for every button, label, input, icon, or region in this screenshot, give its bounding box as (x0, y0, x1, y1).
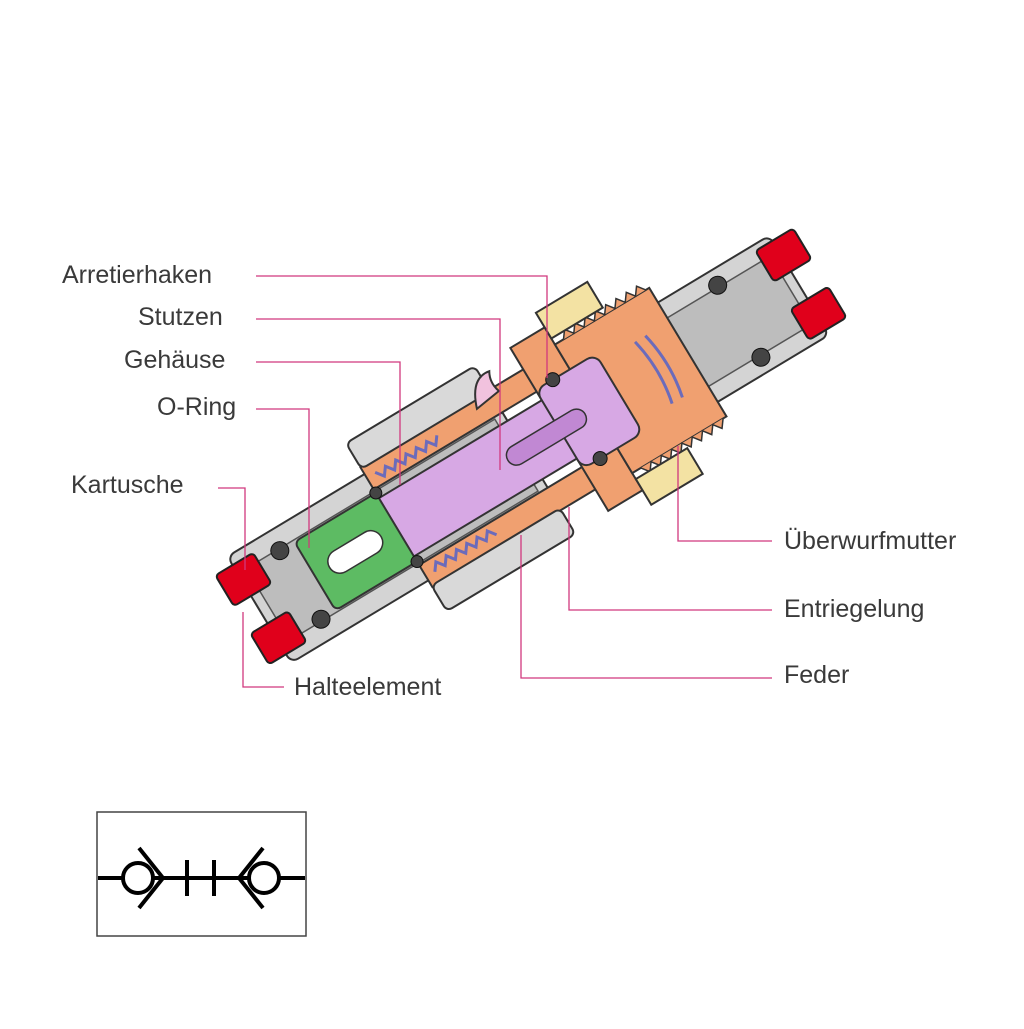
coupling-body (215, 228, 847, 665)
label-entriegelung: Entriegelung (784, 595, 925, 623)
leader-lines (218, 275, 772, 688)
union-nut-part (534, 280, 705, 507)
label-o-ring: O-Ring (157, 393, 237, 421)
leader-kartusche (218, 487, 246, 570)
leader-feder (520, 535, 772, 679)
locking-hook-part (474, 369, 501, 411)
label-halteelement: Halteelement (294, 673, 442, 701)
leader-halteelement (242, 612, 284, 688)
leader-o-ring (256, 408, 310, 548)
label-arretierhaken: Arretierhaken (62, 261, 213, 289)
label-ueberwurfmutter: Überwurfmutter (784, 527, 957, 555)
o-ring-part (270, 275, 771, 629)
leader-stutzen (256, 318, 501, 470)
label-stutzen: Stutzen (138, 303, 223, 331)
label-feder: Feder (784, 661, 850, 689)
leader-arretierhaken (256, 275, 548, 378)
leader-ueberwurfmutter (677, 446, 772, 542)
release-sleeve-part (347, 367, 575, 611)
double-check-valve-symbol (96, 811, 307, 937)
retainer-part (215, 228, 847, 665)
symbol-frame (96, 811, 307, 937)
leader-entriegelung (568, 507, 772, 611)
label-kartusche: Kartusche (71, 471, 184, 499)
cartridge-part (295, 494, 416, 610)
leader-gehaeuse (256, 361, 401, 485)
label-gehaeuse: Gehäuse (124, 346, 226, 374)
